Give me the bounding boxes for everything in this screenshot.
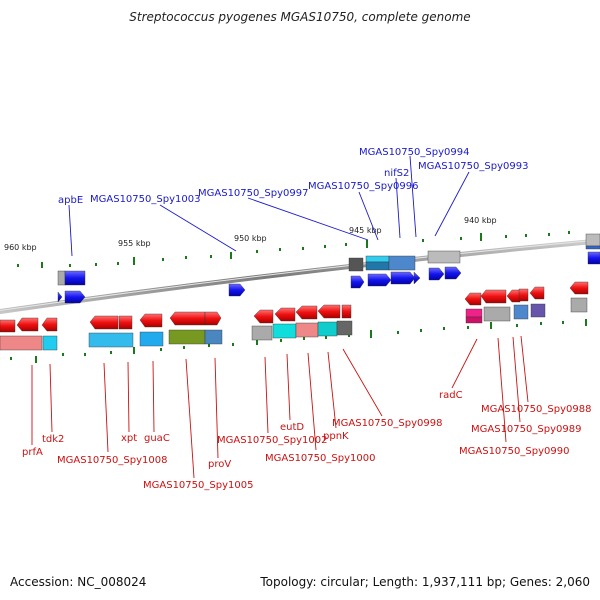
gene-label-spy0994[interactable]: MGAS10750_Spy0994 (359, 147, 469, 158)
gene-label-spy0989[interactable]: MGAS10750_Spy0989 (471, 424, 581, 435)
gene-label-xpt[interactable]: xpt (121, 433, 137, 444)
gene-label-radC[interactable]: radC (439, 390, 463, 401)
feature-block[interactable] (64, 270, 86, 286)
gene-arrow[interactable] (41, 317, 58, 332)
gene-arrow[interactable] (367, 273, 392, 287)
feature-block[interactable] (0, 335, 43, 351)
gene-label-spy1000[interactable]: MGAS10750_Spy1000 (265, 453, 375, 464)
feature-block[interactable] (513, 304, 529, 320)
scale-label-945: 945 kbp (349, 226, 382, 235)
scale-label-950: 950 kbp (234, 234, 267, 243)
scale-label-955: 955 kbp (118, 239, 151, 248)
gene-arrow[interactable] (64, 290, 86, 304)
lower-scale-ticks (10, 319, 587, 363)
gene-arrow[interactable] (569, 281, 589, 295)
gene-arrow[interactable] (16, 317, 39, 332)
gene-label-apbE[interactable]: apbE (58, 195, 83, 206)
gene-arrow[interactable] (204, 311, 222, 326)
gene-label-eutD[interactable]: eutD (280, 422, 304, 433)
genome-title: Streptococcus pyogenes MGAS10750, comple… (129, 10, 471, 24)
reverse-strand-genes (0, 281, 589, 351)
feature-block[interactable] (272, 323, 297, 339)
upper-leader-lines (68, 155, 470, 257)
feature-block[interactable] (465, 308, 483, 318)
gene-arrow[interactable] (0, 319, 16, 333)
gene-arrow[interactable] (317, 304, 341, 319)
feature-block[interactable] (427, 250, 461, 264)
gene-arrow[interactable] (518, 288, 529, 302)
gene-label-spy0990[interactable]: MGAS10750_Spy0990 (459, 446, 569, 457)
gene-arrow[interactable] (529, 286, 545, 300)
gene-label-spy1008[interactable]: MGAS10750_Spy1008 (57, 455, 167, 466)
gene-label-guaC[interactable]: guaC (144, 433, 170, 444)
gene-label-prfA[interactable]: prfA (22, 447, 43, 458)
feature-block[interactable] (465, 316, 483, 324)
gene-arrow[interactable] (480, 289, 507, 304)
gene-label-spy1005[interactable]: MGAS10750_Spy1005 (143, 480, 253, 491)
feature-block[interactable] (530, 303, 546, 318)
feature-block[interactable] (483, 306, 511, 322)
gene-arrow[interactable] (341, 304, 352, 319)
upper-scale-ticks (17, 231, 570, 268)
gene-label-nifS2[interactable]: nifS2 (384, 168, 409, 179)
feature-block[interactable] (585, 245, 600, 250)
accession-label: Accession: NC_008024 (10, 575, 147, 589)
feature-block[interactable] (336, 320, 353, 336)
feature-block[interactable] (348, 257, 364, 272)
feature-block[interactable] (251, 325, 273, 341)
feature-block[interactable] (57, 270, 66, 286)
gene-label-spy1003[interactable]: MGAS10750_Spy1003 (90, 194, 200, 205)
gene-arrow[interactable] (444, 266, 462, 280)
forward-strand-genes (57, 233, 600, 304)
feature-block[interactable] (139, 331, 164, 347)
gene-label-spy0997[interactable]: MGAS10750_Spy0997 (198, 188, 308, 199)
scale-label-940: 940 kbp (464, 216, 497, 225)
feature-block[interactable] (570, 297, 588, 313)
genome-summary-label: Topology: circular; Length: 1,937,111 bp… (260, 575, 590, 589)
feature-block[interactable] (42, 335, 58, 351)
gene-arrow[interactable] (169, 311, 206, 326)
gene-label-ppnK[interactable]: ppnK (323, 431, 349, 442)
gene-label-spy0993[interactable]: MGAS10750_Spy0993 (418, 161, 528, 172)
feature-block[interactable] (295, 322, 319, 338)
scale-labels: 960 kbp 955 kbp 950 kbp 945 kbp 940 kbp (4, 216, 497, 252)
gene-label-spy0988[interactable]: MGAS10750_Spy0988 (481, 404, 591, 415)
gene-label-spy1002[interactable]: MGAS10750_Spy1002 (217, 435, 327, 446)
lower-leader-lines (31, 335, 529, 479)
feature-block[interactable] (585, 233, 600, 247)
gene-arrow[interactable] (253, 309, 274, 324)
gene-arrow[interactable] (428, 267, 445, 281)
lower-gene-labels: prfA tdk2 MGAS10750_Spy1008 xpt guaC MGA… (22, 390, 591, 491)
gene-arrow[interactable] (57, 291, 63, 303)
gene-label-proV[interactable]: proV (208, 459, 231, 470)
gene-arrow[interactable] (228, 283, 246, 297)
feature-block[interactable] (168, 329, 206, 345)
feature-block[interactable] (365, 255, 390, 263)
gene-arrow[interactable] (118, 315, 133, 330)
gene-arrow[interactable] (464, 292, 482, 306)
scale-label-960: 960 kbp (4, 243, 37, 252)
gene-arrow[interactable] (390, 271, 416, 285)
gene-arrow[interactable] (274, 307, 296, 322)
feature-block[interactable] (204, 329, 223, 345)
gene-arrow[interactable] (139, 313, 163, 328)
gene-arrow[interactable] (295, 305, 318, 320)
feature-block[interactable] (317, 321, 338, 337)
gene-arrow[interactable] (506, 289, 521, 303)
gene-label-spy0998[interactable]: MGAS10750_Spy0998 (332, 418, 442, 429)
gene-label-spy0996[interactable]: MGAS10750_Spy0996 (308, 181, 418, 192)
gene-arrow[interactable] (350, 275, 365, 289)
feature-block[interactable] (388, 255, 416, 271)
gene-arrow[interactable] (587, 251, 600, 265)
gene-arrow[interactable] (413, 271, 421, 285)
gene-arrow[interactable] (89, 315, 119, 330)
gene-label-tdk2[interactable]: tdk2 (42, 434, 64, 445)
genome-backbone (0, 238, 600, 315)
feature-block[interactable] (88, 332, 134, 348)
upper-gene-labels: apbE MGAS10750_Spy1003 MGAS10750_Spy0997… (58, 147, 528, 206)
feature-block[interactable] (365, 261, 390, 271)
